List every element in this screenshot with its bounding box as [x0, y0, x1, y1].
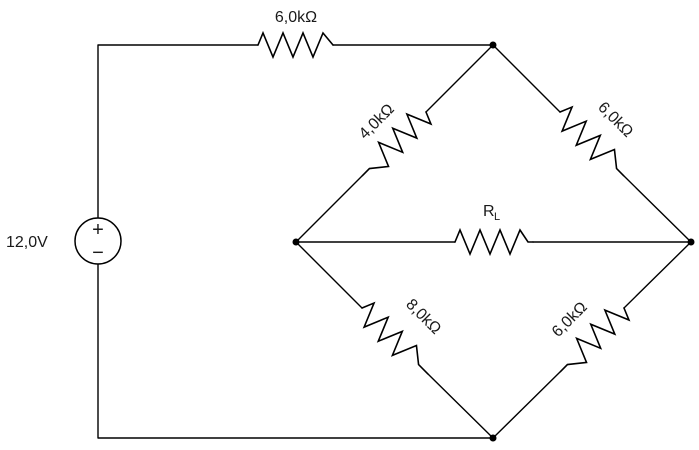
junction-nodes [292, 41, 695, 442]
ll-wire-b [427, 373, 494, 439]
resistor-lower-left-label: 8,0kΩ [402, 296, 444, 338]
lr-wire-a [623, 241, 692, 309]
source-plus-sign: + [92, 219, 104, 241]
resistor-lower-right [559, 307, 631, 373]
resistor-top-label: 6,0kΩ [275, 9, 317, 26]
load-resistor-label: R [483, 203, 495, 220]
ur-wire-b [623, 175, 692, 243]
resistor-upper-left [361, 111, 433, 177]
wires [97, 44, 692, 439]
resistor-lower-right-label: 6,0kΩ [549, 299, 591, 341]
resistors [257, 30, 631, 375]
node-bottom [489, 434, 497, 442]
ul-wire-b [295, 175, 363, 243]
node-top [489, 41, 497, 49]
source-minus-sign: − [92, 242, 104, 264]
resistor-lower-left [361, 301, 429, 375]
resistor-top [257, 30, 334, 60]
resistor-upper-right [559, 105, 625, 177]
voltage-source: + − [74, 217, 122, 265]
node-right [687, 238, 695, 246]
lr-wire-b [492, 371, 561, 439]
ul-wire-a [425, 44, 494, 113]
resistor-upper-left-label: 4,0kΩ [356, 101, 398, 143]
load-resistor-subscript: L [494, 211, 500, 223]
node-left [292, 238, 300, 246]
ll-wire-a [295, 241, 363, 309]
source-circle [74, 217, 122, 265]
bottom-wire [97, 263, 494, 439]
labels: 12,0V 6,0kΩ 4,0kΩ 6,0kΩ 8,0kΩ 6,0kΩ R L [6, 9, 636, 341]
resistor-load [454, 227, 534, 257]
ur-wire-a [492, 44, 561, 113]
top-left-wire [97, 44, 259, 219]
source-voltage-label: 12,0V [6, 234, 48, 251]
